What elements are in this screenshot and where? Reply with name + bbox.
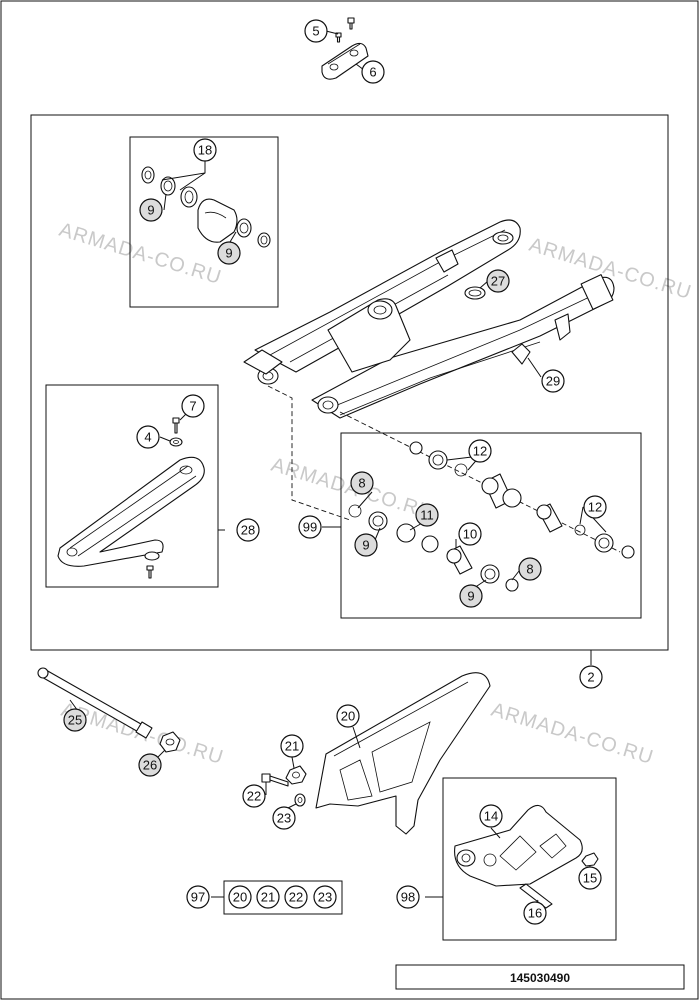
callout-99: 99 bbox=[298, 515, 322, 539]
callout-6: 6 bbox=[361, 60, 385, 84]
svg-text:23: 23 bbox=[277, 811, 291, 826]
chain-slider-frame bbox=[45, 384, 219, 588]
screw-part-7 bbox=[172, 417, 180, 434]
svg-text:14: 14 bbox=[484, 809, 498, 824]
callout-15: 15 bbox=[578, 866, 602, 890]
kit-97-item-22: 22 bbox=[284, 885, 308, 909]
callout-16: 16 bbox=[523, 901, 547, 925]
svg-text:20: 20 bbox=[341, 709, 355, 724]
svg-text:12: 12 bbox=[473, 444, 487, 459]
nut-part-26 bbox=[159, 731, 181, 753]
callout-12-lower: 12 bbox=[583, 495, 607, 519]
callout-18: 18 bbox=[193, 138, 217, 162]
svg-text:29: 29 bbox=[546, 374, 560, 389]
svg-text:26: 26 bbox=[143, 758, 157, 773]
callout-9-bearing-upper: 9 bbox=[139, 198, 163, 222]
callout-14: 14 bbox=[479, 804, 503, 828]
callout-25: 25 bbox=[63, 708, 87, 732]
svg-text:10: 10 bbox=[463, 527, 477, 542]
reference-number: 145030490 bbox=[510, 971, 570, 985]
svg-text:16: 16 bbox=[528, 906, 542, 921]
slider-lower-fasteners bbox=[144, 551, 160, 579]
reference-box bbox=[395, 964, 685, 990]
chain-guard-part-20 bbox=[315, 672, 491, 835]
callout-2: 2 bbox=[579, 665, 603, 689]
svg-text:5: 5 bbox=[312, 24, 319, 39]
svg-text:15: 15 bbox=[583, 871, 597, 886]
svg-text:8: 8 bbox=[358, 476, 365, 491]
ring-part-27 bbox=[464, 286, 486, 300]
callout-9-pivot-right: 9 bbox=[459, 584, 483, 608]
washer-part-4 bbox=[169, 437, 183, 447]
clamp-part-6 bbox=[321, 42, 369, 80]
kit-97-item-20: 20 bbox=[228, 885, 252, 909]
callout-8-left: 8 bbox=[350, 471, 374, 495]
kit-97-item-23: 23 bbox=[313, 885, 337, 909]
svg-text:99: 99 bbox=[303, 520, 317, 535]
callout-11: 11 bbox=[415, 503, 439, 527]
svg-text:9: 9 bbox=[225, 246, 232, 261]
callout-97: 97 bbox=[186, 885, 210, 909]
svg-text:21: 21 bbox=[261, 890, 275, 905]
callout-9-pivot-left: 9 bbox=[354, 533, 378, 557]
svg-text:20: 20 bbox=[233, 890, 247, 905]
svg-text:4: 4 bbox=[144, 430, 151, 445]
bearing-kit-frame bbox=[129, 136, 279, 308]
callout-9-bearing-lower: 9 bbox=[217, 241, 241, 265]
chain-guide-part-14 bbox=[454, 804, 583, 887]
svg-text:97: 97 bbox=[191, 890, 205, 905]
svg-text:21: 21 bbox=[285, 739, 299, 754]
swingarm-part-29 bbox=[243, 219, 615, 419]
swingarm-assembly-frame bbox=[30, 114, 669, 651]
callout-8-right: 8 bbox=[518, 557, 542, 581]
axle-part-25 bbox=[37, 667, 153, 739]
chain-slider-part-28 bbox=[57, 456, 205, 567]
callout-23: 23 bbox=[272, 806, 296, 830]
bolt-part-22 bbox=[261, 773, 289, 787]
washer-part-23 bbox=[294, 793, 306, 807]
callout-4: 4 bbox=[136, 425, 160, 449]
pivot-kit-frame bbox=[340, 432, 642, 619]
pivot-kit-parts bbox=[348, 441, 635, 592]
callout-20: 20 bbox=[336, 704, 360, 728]
callout-26: 26 bbox=[138, 753, 162, 777]
callout-12-upper: 12 bbox=[468, 439, 492, 463]
callout-29: 29 bbox=[541, 369, 565, 393]
callout-27: 27 bbox=[486, 269, 510, 293]
svg-text:22: 22 bbox=[247, 789, 261, 804]
svg-text:9: 9 bbox=[362, 538, 369, 553]
svg-text:23: 23 bbox=[318, 890, 332, 905]
callout-98: 98 bbox=[396, 885, 420, 909]
callout-7: 7 bbox=[181, 394, 205, 418]
svg-text:8: 8 bbox=[526, 562, 533, 577]
chain-guide-frame bbox=[442, 777, 617, 941]
watermark-5: ARMADA-CO.RU bbox=[489, 699, 657, 769]
svg-text:9: 9 bbox=[467, 589, 474, 604]
svg-text:9: 9 bbox=[147, 203, 154, 218]
svg-text:98: 98 bbox=[401, 890, 415, 905]
callout-21: 21 bbox=[280, 734, 304, 758]
axis-line-right bbox=[339, 411, 621, 553]
nut-part-15 bbox=[581, 852, 599, 867]
svg-text:12: 12 bbox=[588, 500, 602, 515]
callout-10: 10 bbox=[458, 522, 482, 546]
svg-text:6: 6 bbox=[369, 65, 376, 80]
svg-text:11: 11 bbox=[420, 508, 434, 523]
svg-text:22: 22 bbox=[289, 890, 303, 905]
svg-text:27: 27 bbox=[491, 274, 505, 289]
svg-text:2: 2 bbox=[587, 670, 594, 685]
bearing-kit-parts bbox=[141, 166, 271, 248]
screw-part-5 bbox=[335, 17, 355, 43]
svg-text:25: 25 bbox=[68, 713, 82, 728]
svg-text:28: 28 bbox=[241, 523, 255, 538]
callout-22: 22 bbox=[242, 784, 266, 808]
callout-5: 5 bbox=[304, 19, 328, 43]
svg-text:18: 18 bbox=[198, 143, 212, 158]
spacer-part-21 bbox=[285, 765, 307, 785]
svg-text:7: 7 bbox=[189, 399, 196, 414]
callout-28: 28 bbox=[236, 518, 260, 542]
kit-97-item-21: 21 bbox=[256, 885, 280, 909]
